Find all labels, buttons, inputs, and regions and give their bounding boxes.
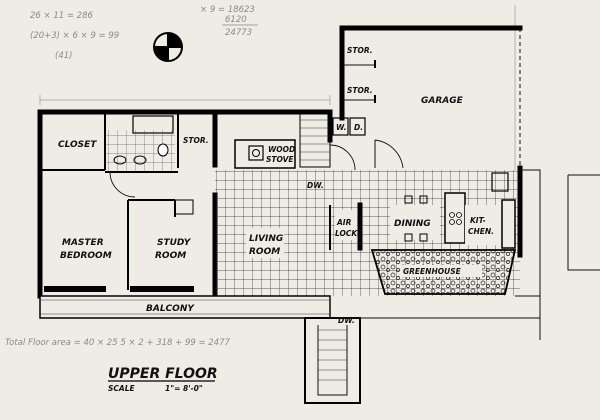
drawing-title: UPPER FLOOR	[108, 366, 218, 382]
garage-storage-2-label: STOR.	[347, 86, 373, 95]
upper-stair: DW.	[299, 111, 331, 190]
living-room-label-2: ROOM	[249, 247, 280, 257]
calc-note-6: 24773	[225, 28, 252, 38]
study-room-label-1: STUDY	[157, 238, 192, 248]
closet-bath: CLOSET STOR.	[40, 112, 209, 198]
study-room-label-2: ROOM	[155, 251, 186, 261]
wood-stove-label-2: STOVE	[266, 155, 294, 164]
balcony: BALCONY	[39, 295, 331, 319]
bath-storage-label: STOR.	[183, 136, 209, 145]
calc-note-2: (20+3) × 6 × 9 = 99	[30, 31, 119, 41]
dining-kitchen: AIR LOCK DINING KIT- CHEN.	[329, 165, 523, 296]
kitchen-label-1: KIT-	[470, 216, 486, 225]
airlock-label-2: LOCK	[335, 229, 358, 238]
greenhouse-label: GREENHOUSE	[403, 267, 462, 276]
lower-downward-label: DW.	[338, 316, 355, 325]
upper-downward-label: DW.	[307, 181, 324, 190]
pencil-calculations: 26 × 11 = 286 (20+3) × 6 × 9 = 99 (41) ×…	[30, 5, 258, 61]
closet-label: CLOSET	[58, 140, 97, 150]
living-room: WOOD STOVE LIVING ROOM	[215, 139, 356, 296]
calc-note-3: (41)	[55, 51, 72, 61]
garage: STOR. STOR. GARAGE	[339, 25, 523, 169]
total-area-note: Total Floor area = 40 × 25 5 × 2 + 318 +…	[5, 338, 231, 348]
wood-stove-label-1: WOOD	[268, 145, 295, 154]
exterior-walkway	[515, 169, 600, 340]
airlock-label-1: AIR	[336, 218, 352, 227]
calc-note-4: × 9 = 18623	[200, 5, 255, 15]
calc-note-5: 6120	[225, 15, 247, 25]
study-room: STUDY ROOM	[130, 199, 194, 292]
master-bedroom: MASTER BEDROOM	[44, 199, 176, 292]
garage-label: GARAGE	[421, 96, 464, 106]
drawing-title-block: UPPER FLOOR SCALE 1"= 8'-0"	[108, 366, 218, 393]
greenhouse: GREENHOUSE	[370, 249, 517, 295]
lower-stair: DW.	[304, 296, 540, 404]
scale-word: SCALE	[108, 384, 135, 393]
washer-dryer: W. D.	[332, 117, 366, 136]
dimension-lines	[39, 5, 516, 170]
balcony-label: BALCONY	[146, 304, 195, 314]
dining-label: DINING	[394, 219, 431, 229]
master-bedroom-label-1: MASTER	[62, 238, 104, 248]
calc-note-1: 26 × 11 = 286	[30, 11, 93, 21]
living-room-label-1: LIVING	[249, 234, 283, 244]
scale-value: 1"= 8'-0"	[165, 384, 203, 393]
north-arrow-icon	[153, 32, 183, 62]
garage-storage-1-label: STOR.	[347, 46, 373, 55]
washer-label: W.	[336, 123, 346, 132]
master-bedroom-label-2: BEDROOM	[60, 251, 112, 261]
kitchen-label-2: CHEN.	[468, 227, 494, 236]
dryer-label: D.	[354, 123, 363, 132]
